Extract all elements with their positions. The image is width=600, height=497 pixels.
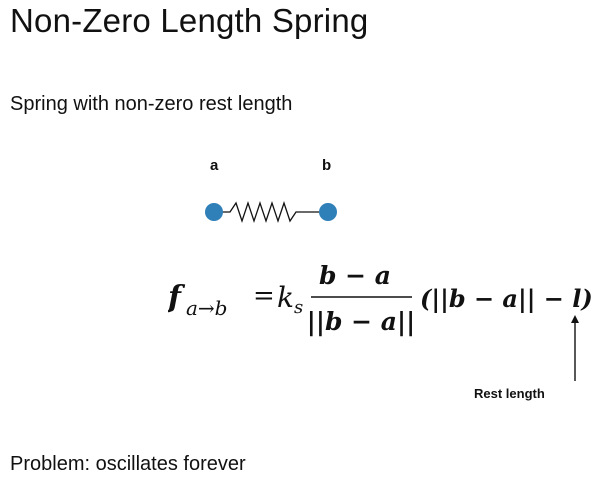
endpoint-b-dot <box>319 203 337 221</box>
formula-equals: = <box>253 281 275 311</box>
formula-denominator: ||b − a|| <box>307 307 415 336</box>
rest-length-annotation: Rest length <box>474 386 545 401</box>
spring-coil <box>214 200 328 224</box>
problem-statement: Problem: oscillates forever <box>10 453 246 475</box>
spring-diagram <box>205 200 337 224</box>
endpoint-a-label: a <box>210 157 219 174</box>
formula-f-subscript: a→b <box>186 296 227 320</box>
slide-subtitle: Spring with non-zero rest length <box>10 93 293 115</box>
slide-title: Non-Zero Length Spring <box>10 2 369 39</box>
formula-k: k <box>277 281 294 314</box>
spring-force-formula: f a→b = k s b − a ||b − a|| (||b − a|| −… <box>168 261 593 336</box>
endpoint-b-label: b <box>322 157 332 174</box>
formula-numerator: b − a <box>319 261 391 290</box>
rest-length-arrow <box>571 315 579 381</box>
formula-k-subscript: s <box>294 297 303 318</box>
formula-rest-length-term: (||b − a|| − l) <box>420 284 593 313</box>
formula-f: f <box>168 280 186 315</box>
endpoint-a-dot <box>205 203 223 221</box>
